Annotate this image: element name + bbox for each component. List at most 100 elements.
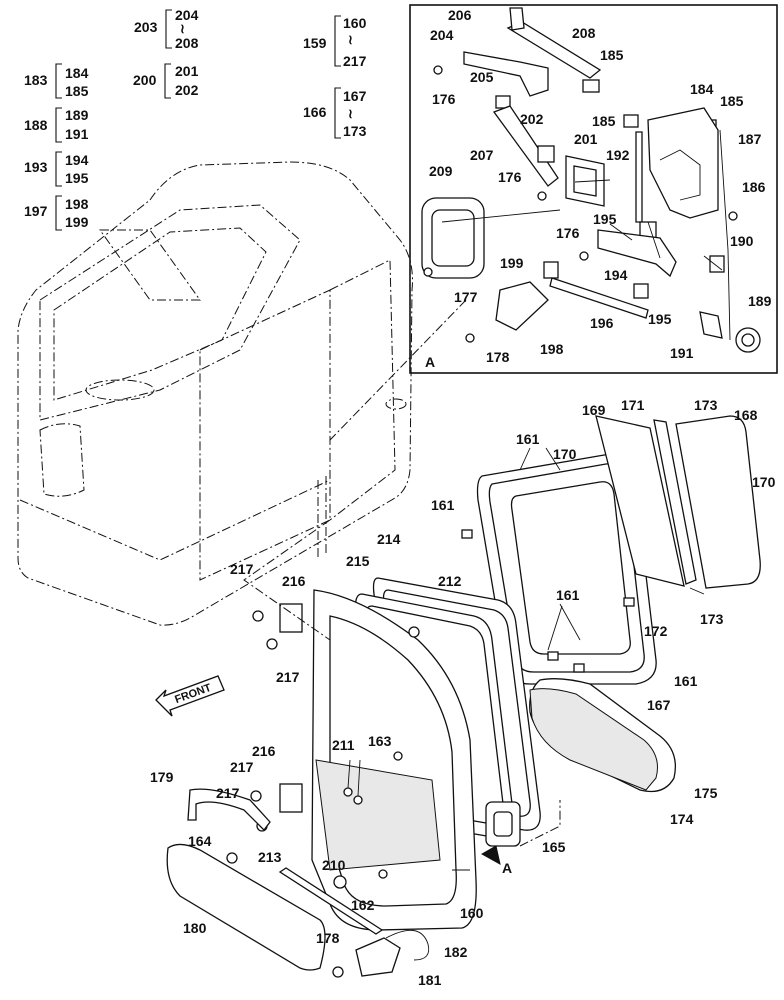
screw-177 bbox=[423, 267, 433, 277]
part-label-204: 204 bbox=[430, 27, 454, 43]
part-label-185: 185 bbox=[592, 113, 616, 129]
cab-front-window bbox=[39, 204, 301, 421]
cap-210 bbox=[333, 875, 347, 889]
part-label-176: 176 bbox=[498, 169, 522, 185]
glass-opening bbox=[510, 481, 631, 655]
part-label-182: 182 bbox=[444, 944, 468, 960]
detail-a-label: A bbox=[425, 354, 435, 370]
glass-174 bbox=[529, 688, 658, 791]
detail-leader-lines bbox=[441, 179, 723, 271]
cab-door-opening bbox=[199, 289, 331, 581]
detail-a-drawing bbox=[421, 7, 761, 353]
part-label-198: 198 bbox=[540, 341, 564, 357]
part-label-192: 192 bbox=[606, 147, 630, 163]
cab-grip bbox=[85, 379, 155, 401]
cab-outline bbox=[17, 161, 413, 626]
part-label-217: 217 bbox=[230, 759, 254, 775]
nut-211 bbox=[343, 787, 353, 797]
part-label-180: 180 bbox=[183, 920, 207, 936]
cab-hinge-post bbox=[317, 476, 327, 560]
range-tilde: ≀ bbox=[348, 32, 353, 47]
part-label-195: 195 bbox=[648, 311, 672, 327]
group-parent-label: 200 bbox=[133, 72, 157, 88]
cab-body bbox=[17, 161, 413, 626]
detail-a-part-labels: 206 208 204 185 176 205 184 185 185 202 … bbox=[429, 7, 772, 365]
part-label-194: 194 bbox=[604, 267, 628, 283]
bolt-176 bbox=[537, 191, 547, 201]
part-label-217: 217 bbox=[276, 669, 300, 685]
door-assembly bbox=[166, 299, 761, 978]
part-label-178: 178 bbox=[316, 930, 340, 946]
clip-185 bbox=[582, 79, 600, 93]
pad-161 bbox=[547, 651, 559, 661]
group-bracket bbox=[55, 151, 62, 187]
part-label-216: 216 bbox=[252, 743, 276, 759]
cab-roof-hatch bbox=[99, 229, 201, 301]
detail-a-panel: A bbox=[409, 4, 778, 374]
part-label-170: 170 bbox=[752, 474, 776, 490]
pad-161 bbox=[623, 597, 635, 607]
part-label-185: 185 bbox=[600, 47, 624, 63]
plate-194 bbox=[597, 229, 677, 278]
part-label-165: 165 bbox=[542, 839, 566, 855]
hinge-arm-204 bbox=[463, 51, 549, 97]
grip-179 bbox=[187, 788, 271, 831]
part-label-179: 179 bbox=[150, 769, 174, 785]
nut-162 bbox=[378, 869, 388, 879]
part-label-160: 160 bbox=[460, 905, 484, 921]
part-label-212: 212 bbox=[438, 573, 462, 589]
bolt-186 bbox=[728, 211, 738, 221]
rod-192 bbox=[635, 131, 643, 223]
hinge-216 bbox=[279, 783, 303, 813]
plate-187 bbox=[647, 107, 719, 219]
front-arrow: FRONT bbox=[155, 675, 225, 717]
bracket-206 bbox=[509, 7, 525, 31]
handle-165-inner bbox=[493, 811, 513, 837]
group-child-label: 184 bbox=[65, 65, 89, 81]
clip-190 bbox=[709, 255, 725, 273]
part-label-187: 187 bbox=[738, 131, 762, 147]
part-label-195: 195 bbox=[593, 211, 617, 227]
view-arrow-icon bbox=[480, 845, 501, 865]
group-child-label: 204 bbox=[175, 7, 199, 23]
group-183: 183 184 185 bbox=[24, 63, 89, 99]
group-bracket bbox=[165, 9, 172, 49]
group-child-label: 194 bbox=[65, 152, 89, 168]
bolt-176 bbox=[579, 251, 589, 261]
pad-161 bbox=[573, 663, 585, 673]
group-parent-label: 197 bbox=[24, 203, 48, 219]
part-label-171: 171 bbox=[621, 397, 645, 413]
part-label-161: 161 bbox=[674, 673, 698, 689]
group-parent-label: 183 bbox=[24, 72, 48, 88]
group-child-label: 198 bbox=[65, 196, 89, 212]
group-child-label: 185 bbox=[65, 83, 89, 99]
nut-163 bbox=[393, 751, 403, 761]
part-label-189: 189 bbox=[748, 293, 772, 309]
part-label-199: 199 bbox=[500, 255, 524, 271]
lock-189-core bbox=[741, 333, 755, 347]
bolt-176 bbox=[433, 65, 443, 75]
part-label-217: 217 bbox=[230, 561, 254, 577]
wire-190 bbox=[719, 129, 731, 341]
group-bracket bbox=[164, 63, 171, 99]
group-bracket bbox=[55, 107, 62, 143]
cable-182 bbox=[385, 929, 430, 961]
group-parent-label: 203 bbox=[134, 19, 158, 35]
group-child-label: 208 bbox=[175, 35, 199, 51]
handle-209-inner bbox=[431, 209, 475, 267]
part-label-168: 168 bbox=[734, 407, 758, 423]
group-child-label: 195 bbox=[65, 170, 89, 186]
part-label-205: 205 bbox=[470, 69, 494, 85]
group-200: 200 201 202 bbox=[133, 63, 199, 99]
group-child-label: 191 bbox=[65, 126, 89, 142]
group-159: 159 160 ≀ 217 bbox=[303, 15, 367, 69]
screw-178 bbox=[332, 966, 344, 978]
screw-164 bbox=[226, 852, 238, 864]
part-label-170: 170 bbox=[553, 446, 577, 462]
part-label-161: 161 bbox=[556, 587, 580, 603]
part-label-191: 191 bbox=[670, 345, 694, 361]
part-label-208: 208 bbox=[572, 25, 596, 41]
group-parent-label: 166 bbox=[303, 104, 327, 120]
group-166: 166 167 ≀ 173 bbox=[303, 87, 367, 139]
